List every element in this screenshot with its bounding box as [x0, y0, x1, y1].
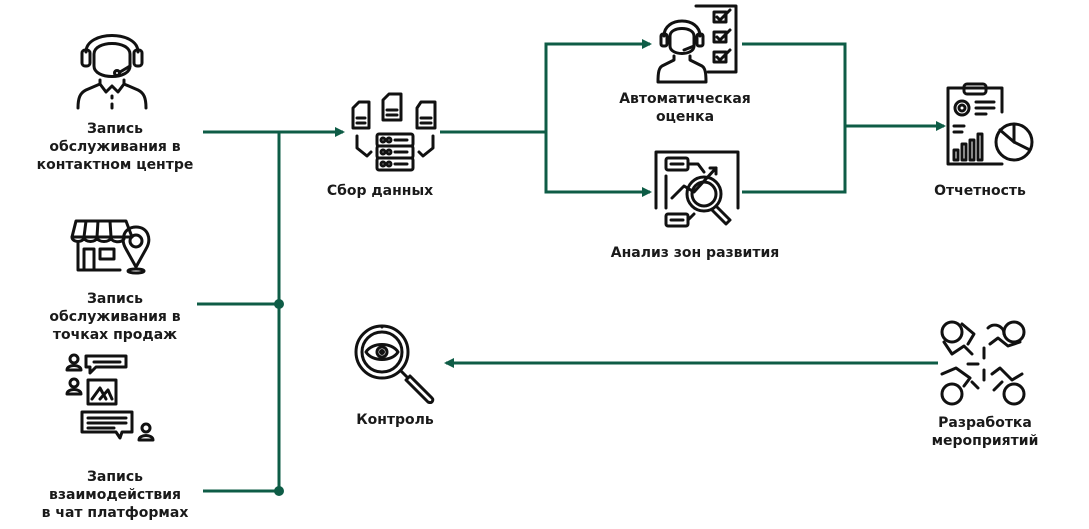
operator-checklist-icon — [656, 2, 740, 86]
headset-operator-icon — [72, 20, 152, 110]
connector-to-auto-evaluation — [440, 39, 652, 134]
report-clipboard-icon — [944, 82, 1036, 170]
connector-auto-to-reporting — [742, 42, 847, 194]
growth-analysis-label: Анализ зон развития — [610, 245, 780, 261]
action-development-label: Разработка мероприятий — [931, 415, 1039, 449]
connector-to-growth-analysis — [544, 132, 652, 197]
analysis-magnifier-icon — [654, 150, 742, 234]
sales-points-label: Запись обслуживания в точках продаж — [49, 291, 181, 343]
reporting-label: Отчетность — [934, 183, 1026, 199]
eye-magnifier-icon — [352, 320, 440, 404]
auto-evaluation-label: Автоматическая оценка — [619, 91, 751, 125]
junction-dot-chat — [274, 486, 284, 496]
contact-center-label: Запись обслуживания в контактном центре — [36, 121, 194, 173]
chat-users-icon — [64, 352, 160, 444]
chat-platforms-label: Запись взаимодействия в чат платформах — [41, 469, 189, 521]
data-collection-label: Сбор данных — [326, 183, 434, 199]
control-label: Контроль — [356, 412, 434, 428]
store-location-icon — [70, 215, 160, 280]
junction-dot-sales — [274, 299, 284, 309]
database-documents-icon — [349, 92, 441, 174]
team-collaboration-icon — [938, 318, 1030, 408]
